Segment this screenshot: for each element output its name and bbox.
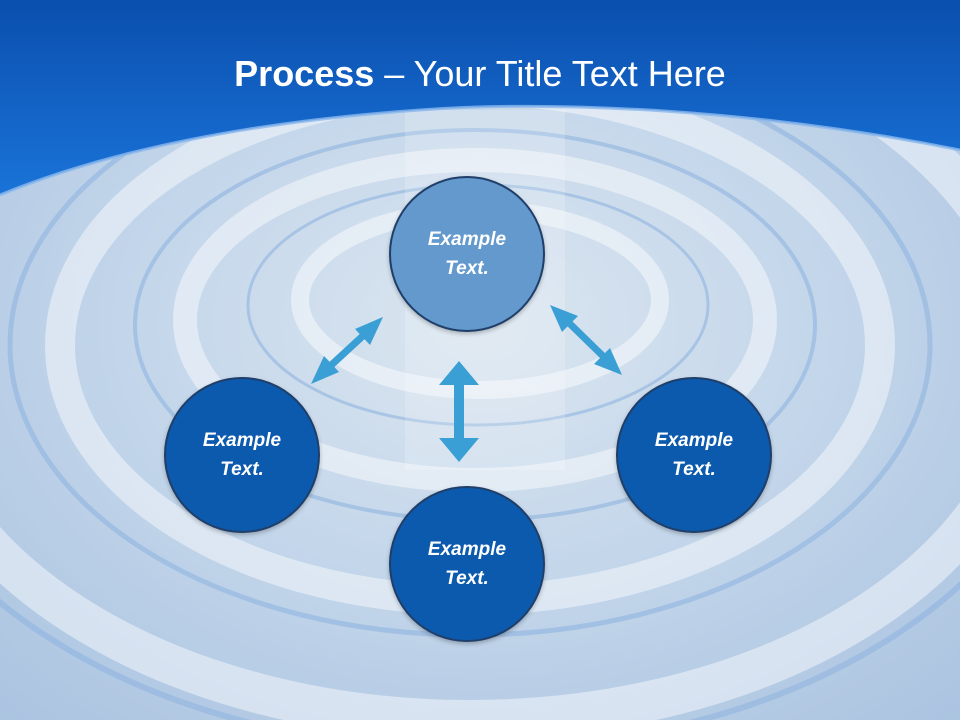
process-node-left[interactable]: Example Text.: [164, 377, 320, 533]
node-bottom-text: Example Text.: [427, 539, 507, 589]
node-top-text: Example Text.: [427, 229, 507, 279]
title-bold: Process: [234, 53, 375, 94]
title-rest: – Your Title Text Here: [374, 53, 726, 94]
process-node-top[interactable]: Example Text.: [389, 176, 545, 332]
process-node-right[interactable]: Example Text.: [616, 377, 772, 533]
node-left-text: Example Text.: [202, 430, 282, 480]
process-node-bottom[interactable]: Example Text.: [389, 486, 545, 642]
slide-title: Process – Your Title Text Here: [0, 52, 960, 96]
node-right-text: Example Text.: [654, 430, 734, 480]
